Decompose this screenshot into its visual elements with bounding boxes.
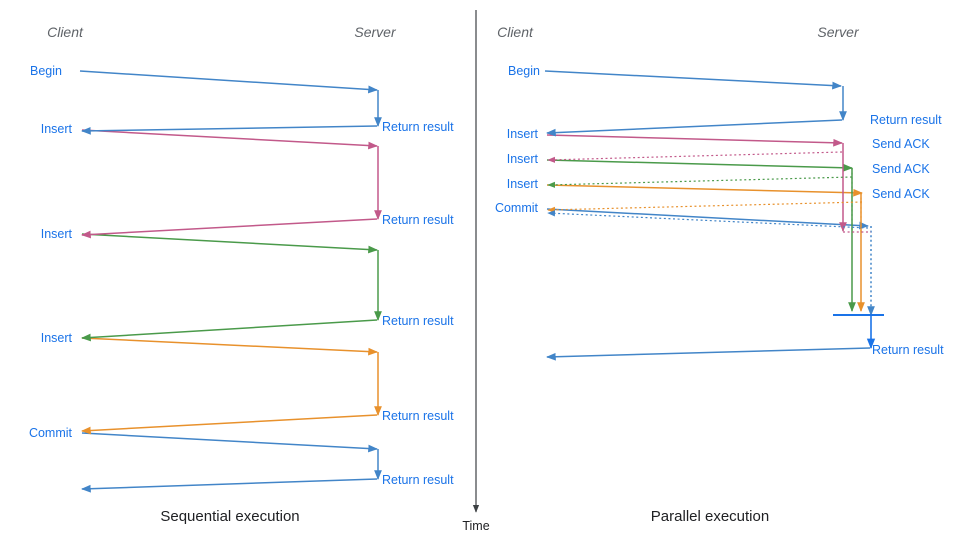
insert3-response [81, 414, 378, 435]
actor-label-server: Server [354, 24, 397, 40]
client-message-label-4: Commit [495, 201, 539, 215]
final-response [546, 347, 871, 361]
begin-response [81, 125, 378, 135]
commit-request [81, 432, 378, 453]
server-message-label-2: Send ACK [872, 162, 930, 176]
insert1-request [546, 134, 843, 147]
panel-caption: Sequential execution [160, 508, 299, 525]
commit-request [546, 208, 869, 230]
client-message-label-3: Insert [507, 177, 539, 191]
insert3-request [81, 337, 378, 356]
server-message-label-0: Return result [870, 113, 942, 127]
client-message-label-0: Begin [508, 64, 540, 78]
insert1-request [81, 129, 378, 150]
server-message-label-1: Return result [382, 213, 454, 227]
client-message-label-4: Commit [29, 426, 73, 440]
commit-response [81, 478, 378, 493]
insert3-ack [547, 201, 863, 213]
time-axis-group: Time [462, 10, 490, 533]
begin-request [544, 70, 842, 90]
client-message-label-0: Begin [30, 64, 62, 78]
insert2-response [81, 319, 378, 342]
insert2-request [81, 233, 378, 254]
server-message-label-4: Return result [872, 343, 944, 357]
panel-caption: Parallel execution [651, 508, 769, 525]
commit-ack [547, 210, 869, 229]
client-message-label-2: Insert [41, 227, 73, 241]
server-message-label-2: Return result [382, 314, 454, 328]
client-message-label-2: Insert [507, 152, 539, 166]
insert2-request [546, 159, 853, 172]
insert1-response [81, 218, 378, 239]
time-axis-label: Time [462, 519, 489, 533]
actor-label-client: Client [47, 24, 84, 40]
client-message-label-1: Insert [507, 127, 539, 141]
begin-response [546, 119, 843, 137]
client-message-label-1: Insert [41, 122, 73, 136]
insert1-ack [547, 151, 843, 163]
server-message-label-1: Send ACK [872, 137, 930, 151]
insert3-request [546, 184, 863, 197]
actor-label-client: Client [497, 24, 534, 40]
server-message-label-3: Send ACK [872, 187, 930, 201]
server-message-label-3: Return result [382, 409, 454, 423]
insert2-ack [547, 176, 853, 188]
server-message-label-4: Return result [382, 473, 454, 487]
server-message-label-0: Return result [382, 120, 454, 134]
client-message-label-3: Insert [41, 331, 73, 345]
begin-request [79, 70, 378, 94]
actor-label-server: Server [817, 24, 860, 40]
